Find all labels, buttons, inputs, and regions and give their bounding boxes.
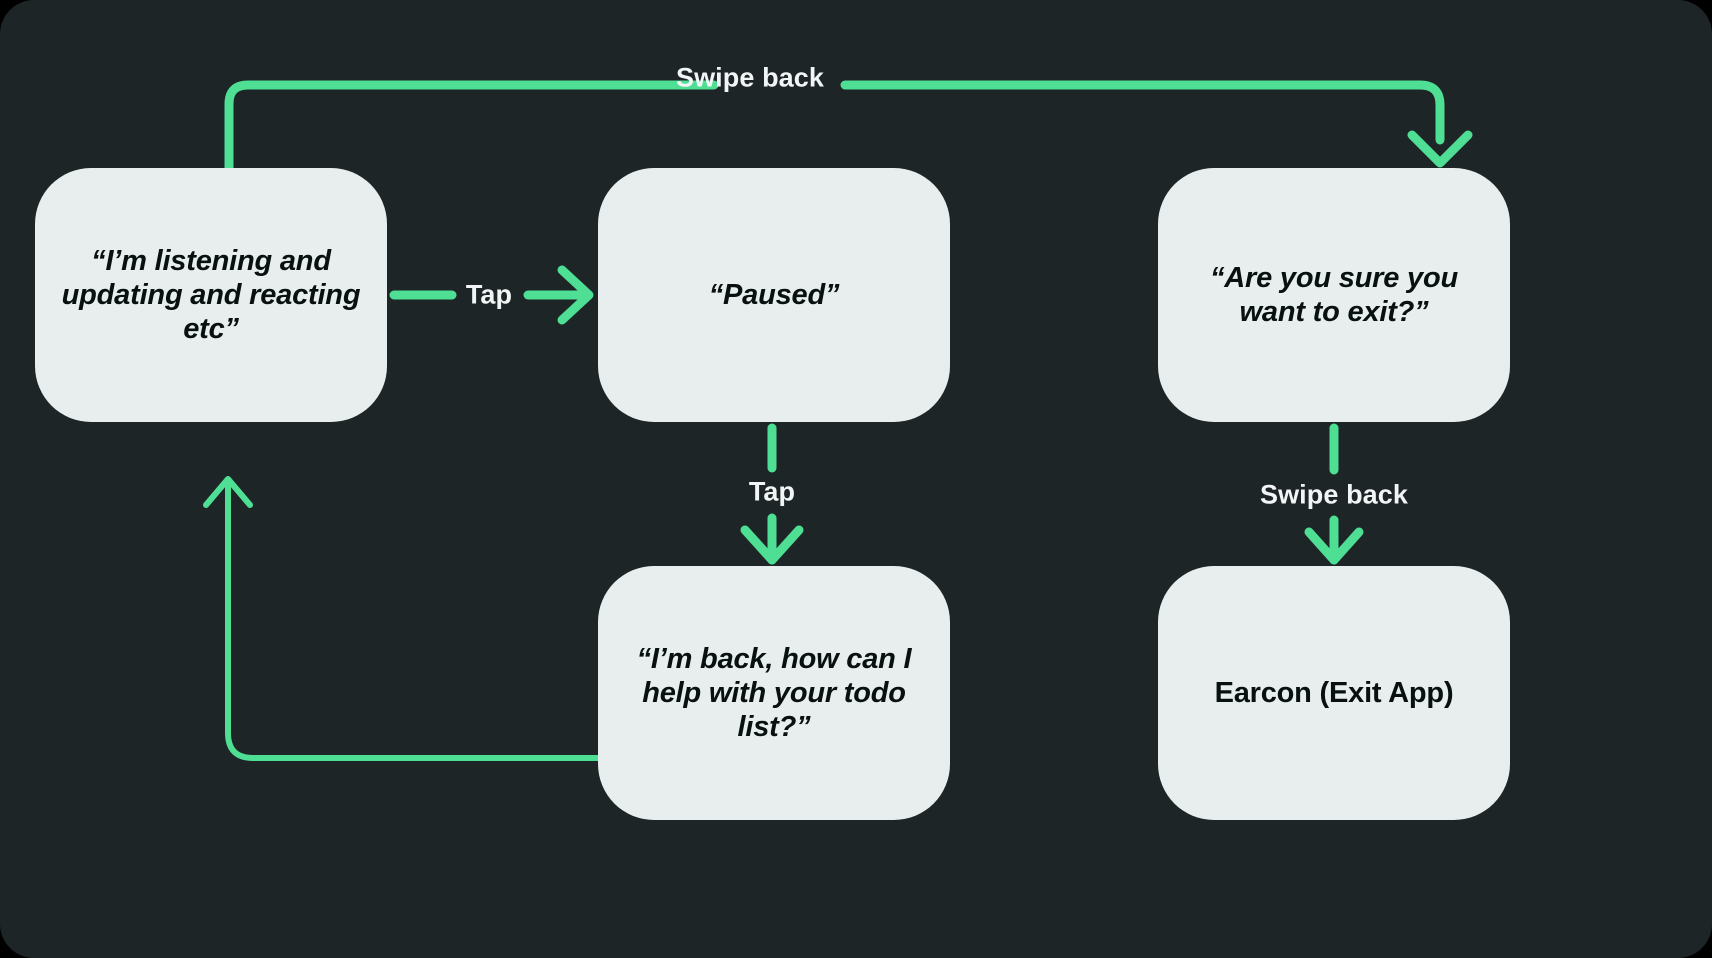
node-card-listening[interactable]: “I’m listening and updating and reacting… <box>35 168 387 422</box>
node-label-earcon: Earcon (Exit App) <box>1214 676 1454 709</box>
edge-label-swipe-back-top: Swipe back <box>675 62 825 93</box>
node-card-back[interactable]: “I’m back, how can I help with your todo… <box>598 566 950 820</box>
edge-label-swipe-back-exit-to-earcon: Swipe back <box>1259 479 1409 510</box>
edge-listening-to-exit <box>224 80 1473 177</box>
edge-back-to-listening <box>203 476 651 761</box>
node-label-paused: “Paused” <box>708 278 840 311</box>
node-label-back: “I’m back, how can I help with your todo… <box>636 642 912 744</box>
node-label-exit-confirm: “Are you sure you want to exit?” <box>1210 261 1458 328</box>
node-card-earcon[interactable]: Earcon (Exit App) <box>1158 566 1510 820</box>
edge-label-tap-paused-to-back: Tap <box>748 476 796 507</box>
edge-label-tap-listening-to-paused: Tap <box>465 279 513 310</box>
node-card-paused[interactable]: “Paused” <box>598 168 950 422</box>
node-card-exit-confirm[interactable]: “Are you sure you want to exit?” <box>1158 168 1510 422</box>
node-label-listening: “I’m listening and updating and reacting… <box>61 244 361 346</box>
